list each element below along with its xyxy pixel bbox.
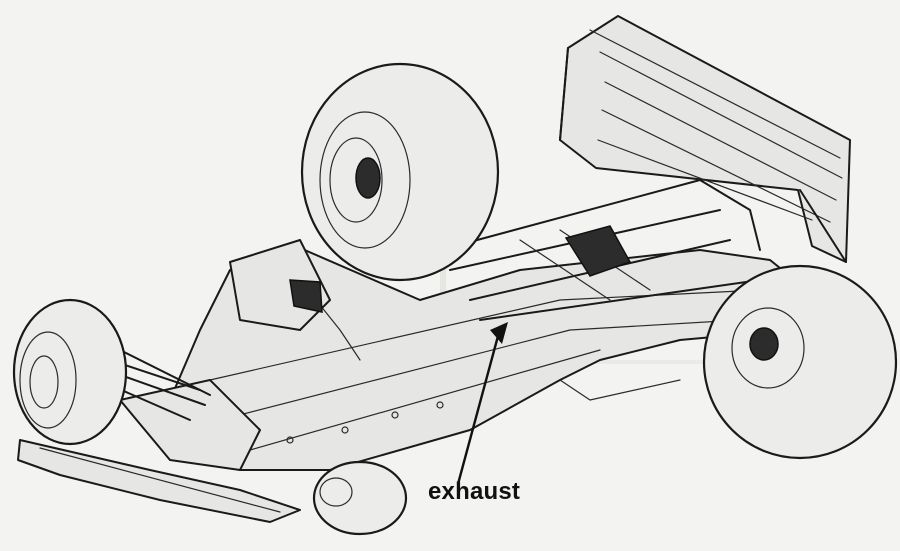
sidepod (229, 239, 331, 331)
front-right-wheel (312, 460, 408, 536)
exhaust-label: exhaust (428, 478, 521, 505)
rear-suspension (439, 179, 761, 321)
rear-wing (559, 15, 851, 263)
rear-right-wheel (702, 264, 898, 460)
front-wing (17, 379, 301, 523)
rear-left-wheel (300, 62, 500, 282)
front-left-wheel (12, 298, 128, 446)
exhaust-callout-pointer (456, 322, 508, 485)
